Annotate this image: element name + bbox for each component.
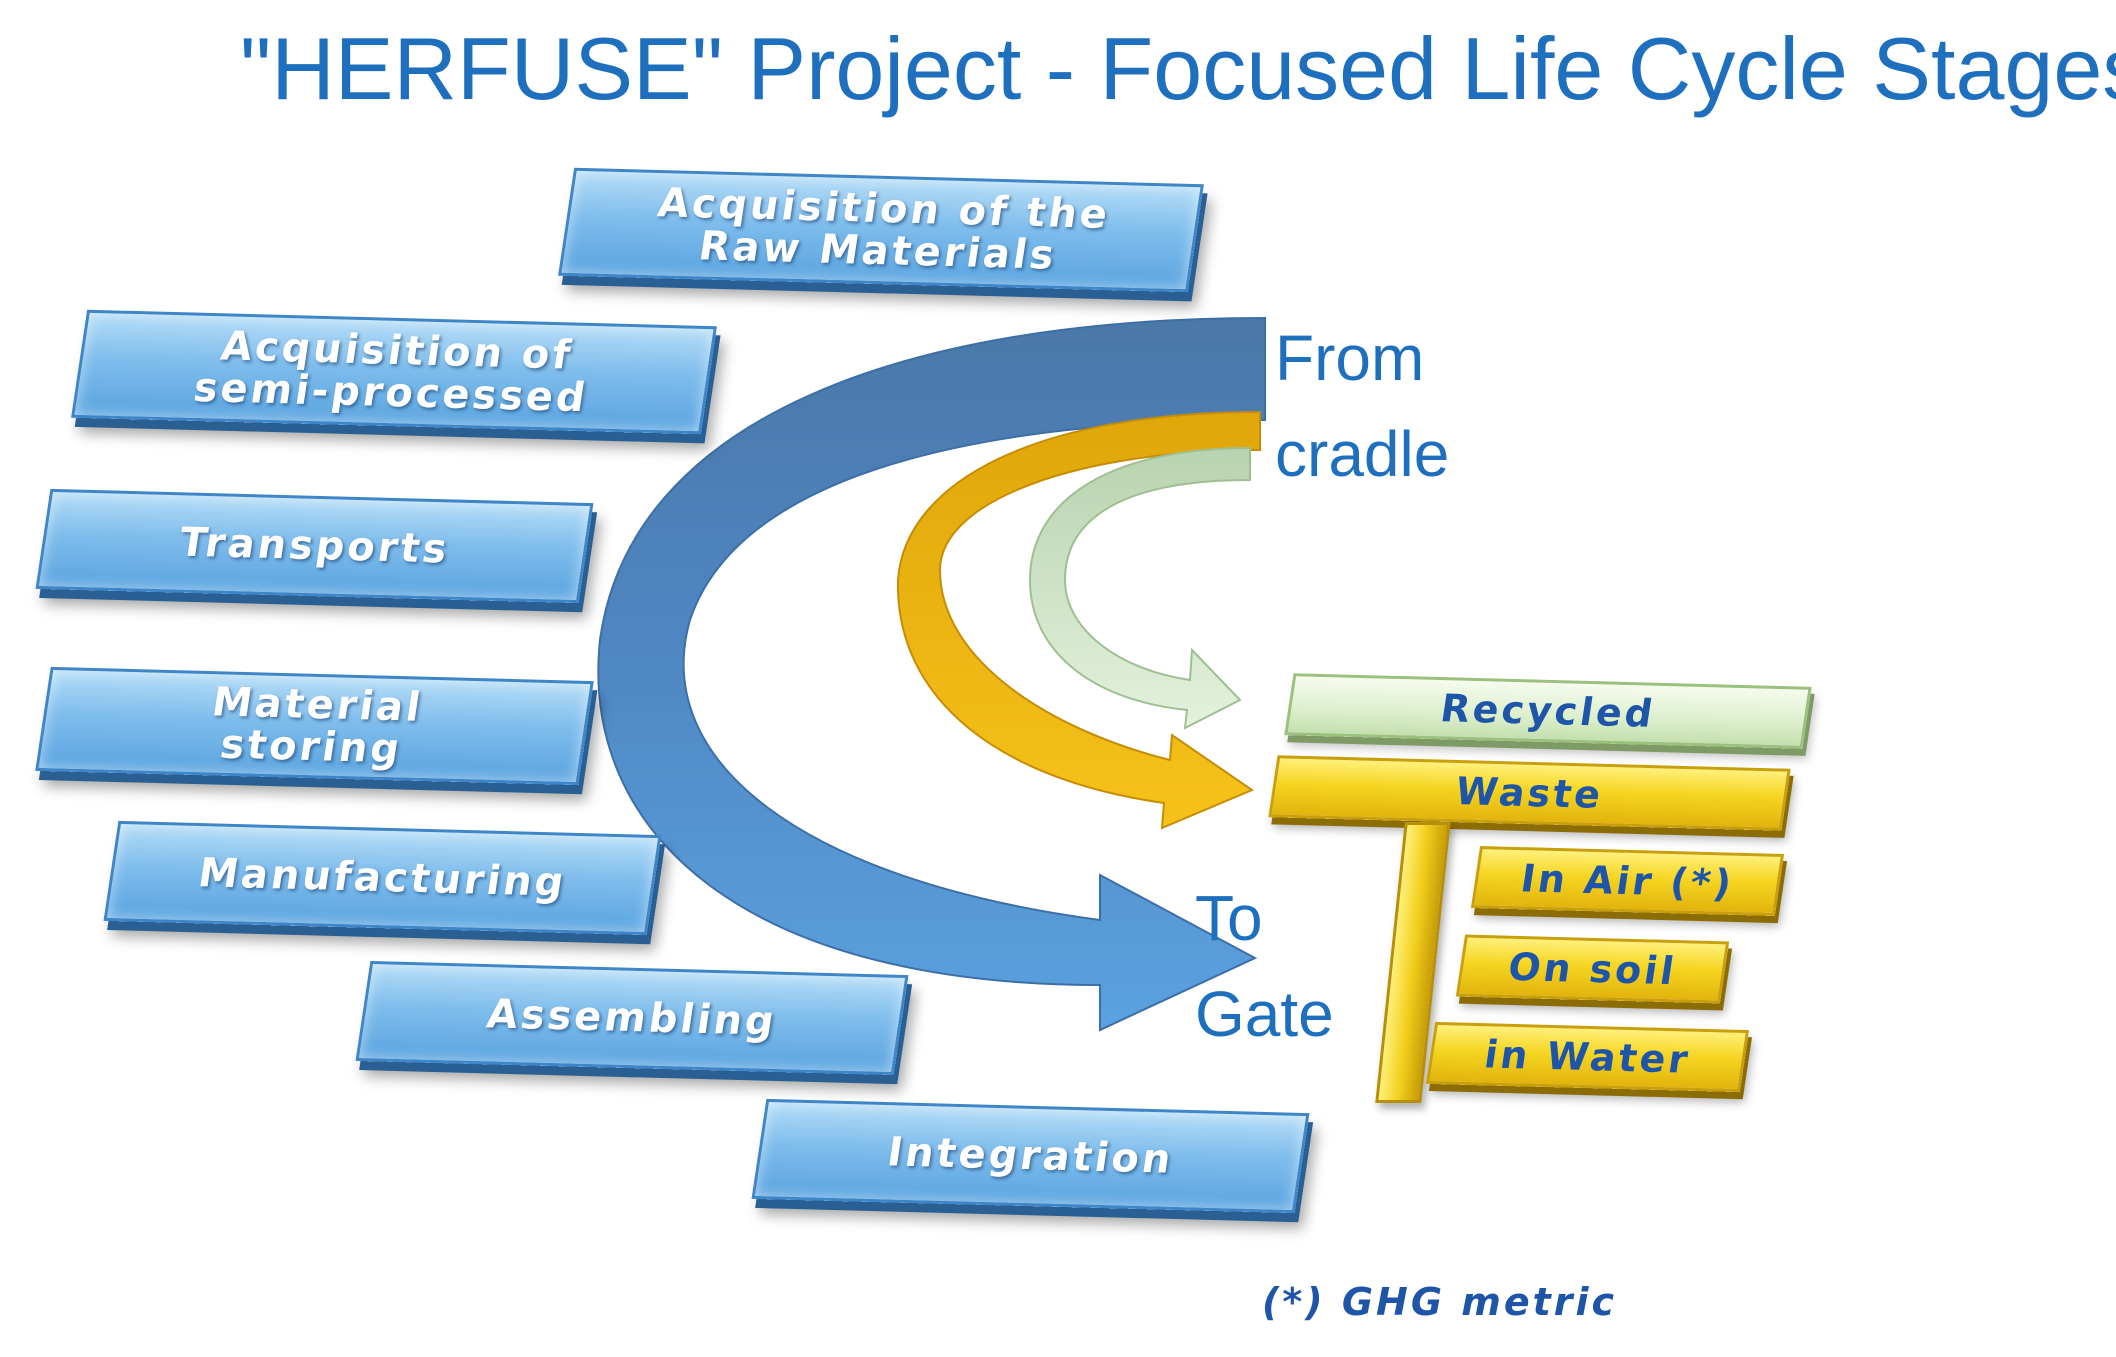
- stage-assembling: Assembling: [355, 960, 909, 1076]
- stage-label: Acquisition of semi-processed: [190, 323, 592, 422]
- waste-in-air-box: In Air (*): [1470, 846, 1785, 916]
- stage-label: Transports: [176, 519, 453, 573]
- stage-label: Manufacturing: [195, 850, 570, 906]
- ghg-footnote: (*) GHG metric: [1262, 1280, 1618, 1324]
- recycled-flow-arrow: [1028, 446, 1251, 730]
- diagram-title: "HERFUSE" Project - Focused Life Cycle S…: [240, 19, 2116, 118]
- main-flow-arrow: [597, 316, 1266, 1032]
- waste-on-soil-box: On soil: [1455, 934, 1730, 1004]
- stage-material-storing: Material storing: [35, 666, 594, 786]
- stage-raw-materials: Acquisition of the Raw Materials: [558, 167, 1204, 293]
- stage-label: Material storing: [208, 679, 427, 773]
- stage-integration: Integration: [751, 1098, 1310, 1214]
- from-cradle-label: From cradle: [1275, 322, 1450, 490]
- stage-semi-processed: Acquisition of semi-processed: [71, 309, 717, 435]
- stage-label: Integration: [884, 1129, 1177, 1183]
- stage-label: Acquisition of the Raw Materials: [654, 180, 1114, 279]
- waste-in-water-box: in Water: [1425, 1021, 1750, 1093]
- waste-flow-arrow: [896, 410, 1261, 830]
- to-gate-label: To Gate: [1195, 882, 1334, 1050]
- stage-label: Assembling: [483, 991, 781, 1045]
- stage-transports: Transports: [35, 488, 594, 604]
- stage-manufacturing: Manufacturing: [103, 820, 662, 936]
